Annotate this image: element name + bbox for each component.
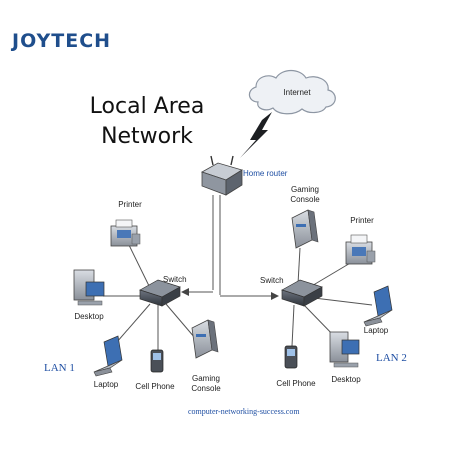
left-switch-icon (139, 279, 181, 307)
wireless-link-icon (240, 112, 272, 158)
lan1-label: LAN 1 (44, 362, 75, 374)
lan1-desktop-label: Desktop (74, 312, 104, 321)
internet-label: Internet (283, 88, 311, 97)
diagram-title: Local Area Network (82, 92, 212, 152)
right-switch-label: Switch (260, 276, 284, 285)
lan1-desktop-icon (73, 269, 105, 306)
right-console-link (297, 247, 301, 285)
right-laptop-link (313, 297, 373, 306)
lan2-console-icon (291, 209, 319, 249)
internet-cloud-icon (248, 69, 336, 115)
left-printer-link (127, 242, 153, 293)
lan1-console-label-2: Console (191, 384, 221, 393)
lan1-laptop-icon (93, 335, 123, 377)
right-phone-link (291, 304, 295, 347)
lan2-printer-label: Printer (350, 216, 374, 225)
lan1-printer-icon (110, 219, 141, 247)
lan1-laptop-label: Laptop (93, 380, 119, 389)
network-links (103, 195, 373, 351)
lan1-console-label-1: Gaming (191, 374, 221, 383)
lan2-printer-icon (345, 234, 376, 265)
source-credit: computer-networking-success.com (188, 407, 300, 416)
brand-logo: JOYTECH (12, 30, 112, 52)
left-switch-label: Switch (163, 275, 187, 284)
right-printer-link (309, 261, 353, 288)
lan2-phone-label: Cell Phone (276, 379, 316, 388)
lan2-laptop-label: Laptop (363, 326, 389, 335)
lan2-laptop-icon (363, 285, 393, 327)
left-console-link (165, 303, 196, 339)
lan2-desktop-icon (329, 331, 360, 368)
lan1-printer-label: Printer (118, 200, 142, 209)
lan1-phone-label: Cell Phone (135, 382, 175, 391)
lan2-phone-icon (284, 345, 298, 369)
lan2-label: LAN 2 (376, 352, 407, 364)
router-icon (201, 155, 243, 196)
title-line-2: Network (101, 124, 193, 149)
router-label: Home router (243, 169, 288, 178)
lan2-console-label-2: Console (290, 195, 320, 204)
right-switch-icon (281, 279, 323, 307)
lan2-desktop-label: Desktop (331, 375, 361, 384)
lan1-phone-icon (150, 349, 164, 373)
lan2-console-label-1: Gaming (290, 185, 320, 194)
lan1-console-icon (191, 319, 219, 359)
title-line-1: Local Area (89, 94, 205, 119)
